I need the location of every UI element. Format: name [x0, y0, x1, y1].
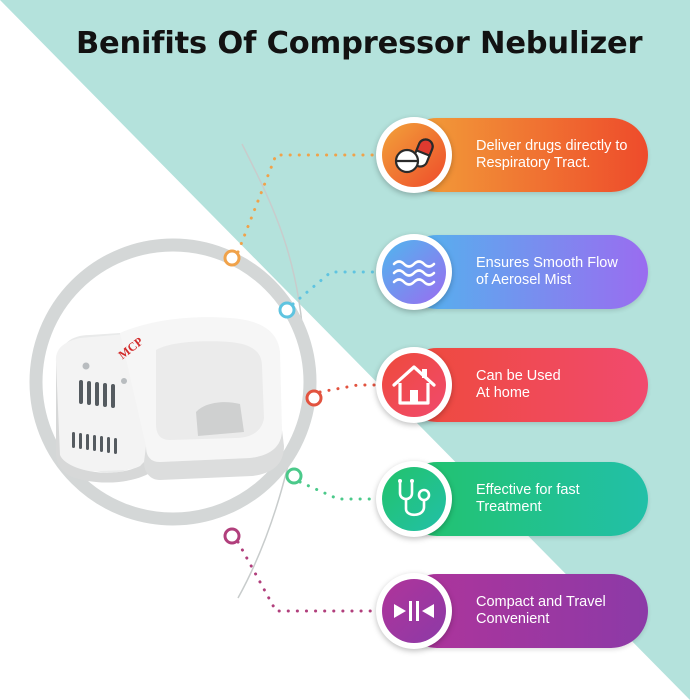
- benefit-text: Deliver drugs directly to Respiratory Tr…: [476, 118, 632, 192]
- connector-ring-marker: [305, 389, 323, 407]
- benefit-line: Convenient: [476, 611, 550, 627]
- benefit-line: At home: [476, 385, 530, 401]
- connector-ring-marker: [278, 301, 296, 319]
- benefit-badge: [376, 347, 452, 423]
- benefit-badge: [376, 117, 452, 193]
- benefit-line: Ensures Smooth Flow: [476, 255, 618, 271]
- waves-icon: [392, 260, 436, 286]
- stethoscope-icon: [398, 479, 431, 517]
- benefit-line: Treatment: [476, 499, 542, 515]
- benefit-text: Compact and Travel Convenient: [476, 574, 632, 648]
- connector-ring-marker: [223, 527, 241, 545]
- benefit-line: Respiratory Tract.: [476, 155, 591, 171]
- benefit-text: Effective for fast Treatment: [476, 462, 632, 536]
- home-icon: [392, 365, 436, 405]
- benefit-text: Can be Used At home: [476, 348, 632, 422]
- benefit-badge: [376, 461, 452, 537]
- pills-icon: [394, 138, 434, 174]
- page-title: Benifits Of Compressor Nebulizer: [76, 26, 643, 61]
- connector-dotted-line: [236, 540, 378, 613]
- connectors: [223, 153, 378, 613]
- benefit-line: Compact and Travel: [476, 594, 606, 610]
- compress-arrows-icon: [394, 601, 434, 621]
- connector-dotted-line: [318, 383, 378, 394]
- benefit-text: Ensures Smooth Flow of Aerosel Mist: [476, 235, 632, 309]
- benefit-badge: [376, 573, 452, 649]
- benefit-line: Effective for fast: [476, 482, 580, 498]
- benefit-line: Can be Used: [476, 368, 561, 384]
- connector-ring-marker: [223, 249, 241, 267]
- connector-dotted-line: [298, 480, 378, 501]
- connector-ring-marker: [285, 467, 303, 485]
- benefit-line: of Aerosel Mist: [476, 272, 572, 288]
- nebulizer-device-image: MCP: [55, 317, 284, 483]
- benefit-line: Deliver drugs directly to: [476, 138, 628, 154]
- benefit-badge: [376, 234, 452, 310]
